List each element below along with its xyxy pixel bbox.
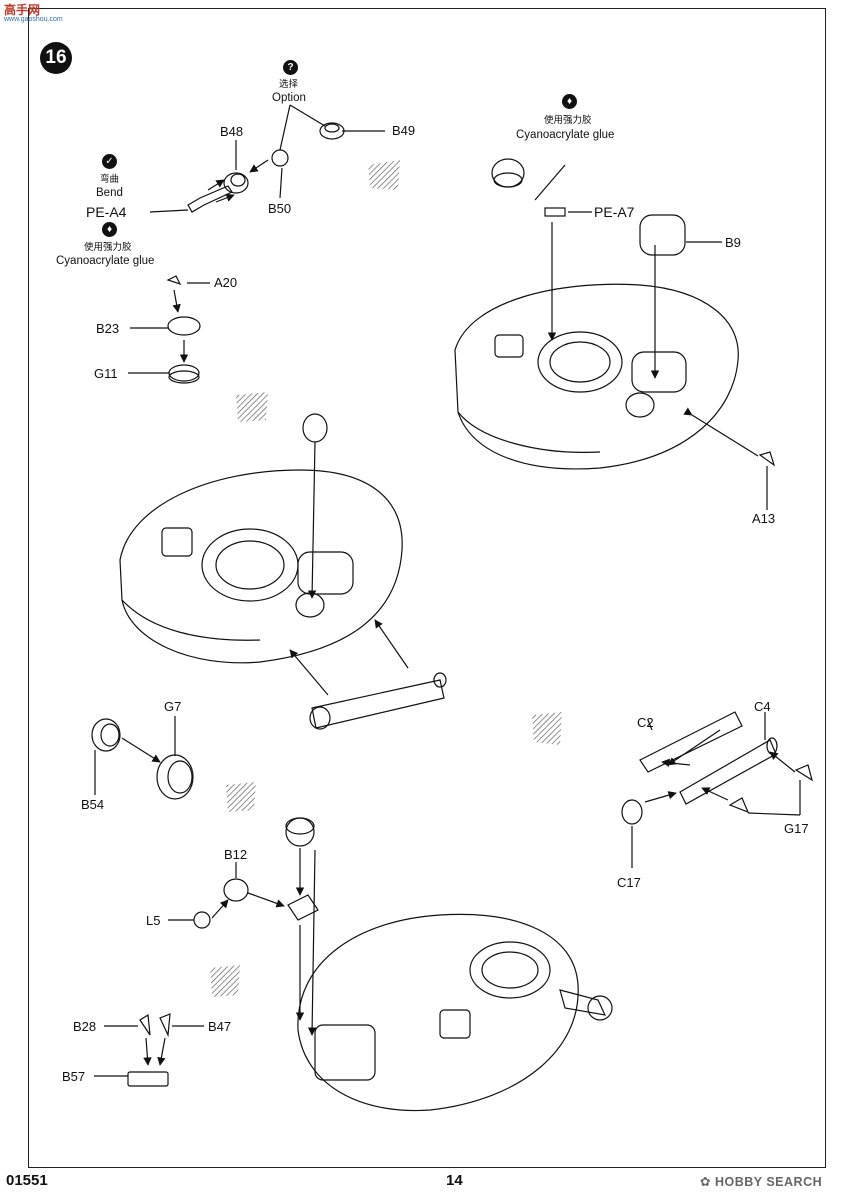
bend-icon: ✓ (102, 154, 117, 169)
part-label-b54: B54 (81, 797, 105, 812)
part-label-b57: B57 (62, 1069, 86, 1084)
part-label-b50: B50 (268, 201, 292, 216)
part-label-b12: B12 (224, 847, 248, 862)
page-border (28, 8, 826, 1168)
note-option-en: Option (272, 92, 306, 104)
product-code: 01551 (6, 1172, 48, 1189)
note-bend-cn: 弯曲 (100, 174, 120, 185)
part-label-a13: A13 (752, 511, 776, 526)
step-number-badge: 16 (40, 42, 72, 74)
page-number: 14 (446, 1172, 463, 1189)
part-label-l5: L5 (146, 913, 161, 928)
note-glue2-en: Cyanoacrylate glue (516, 129, 615, 141)
part-label-b48: B48 (220, 124, 244, 139)
part-label-g17: G17 (784, 821, 809, 836)
part-label-g11: G11 (94, 366, 118, 381)
part-label-b47: B47 (208, 1019, 232, 1034)
hatch-marks (210, 160, 562, 997)
watermark-top: 高手网 www.gaoshou.com (4, 3, 63, 23)
part-label-c2: C2 (637, 715, 654, 730)
part-label-b23: B23 (96, 321, 120, 336)
top-left-subassembly (128, 104, 385, 384)
note-glue2-cn: 使用强力胶 (544, 115, 592, 126)
turret-top-right (454, 158, 776, 510)
part-label-b49: B49 (392, 123, 416, 138)
part-label-g7: G7 (164, 699, 182, 714)
turret-bottom (94, 817, 613, 1112)
glue-icon-2: ♦ (562, 94, 577, 109)
watermark-bottom: ✿ HOBBY SEARCH (700, 1175, 823, 1189)
note-glue1-en: Cyanoacrylate glue (56, 255, 155, 267)
g7-b54-subassembly (91, 716, 194, 800)
part-label-b9: B9 (725, 235, 741, 250)
part-label-c4: C4 (754, 699, 771, 714)
note-option-cn: 选择 (279, 79, 299, 90)
note-bend-en: Bend (96, 187, 123, 199)
part-label-c17: C17 (617, 875, 641, 890)
part-label-b28: B28 (73, 1019, 97, 1034)
note-glue1-cn: 使用强力胶 (84, 242, 132, 253)
barrel-subassembly (621, 711, 813, 868)
turret-middle (119, 413, 447, 730)
part-label-a20: A20 (214, 275, 238, 290)
option-icon: ? (283, 60, 298, 75)
part-label-pe-a4: PE-A4 (86, 204, 127, 220)
glue-icon: ♦ (102, 222, 117, 237)
part-label-pe-a7: PE-A7 (594, 204, 635, 220)
